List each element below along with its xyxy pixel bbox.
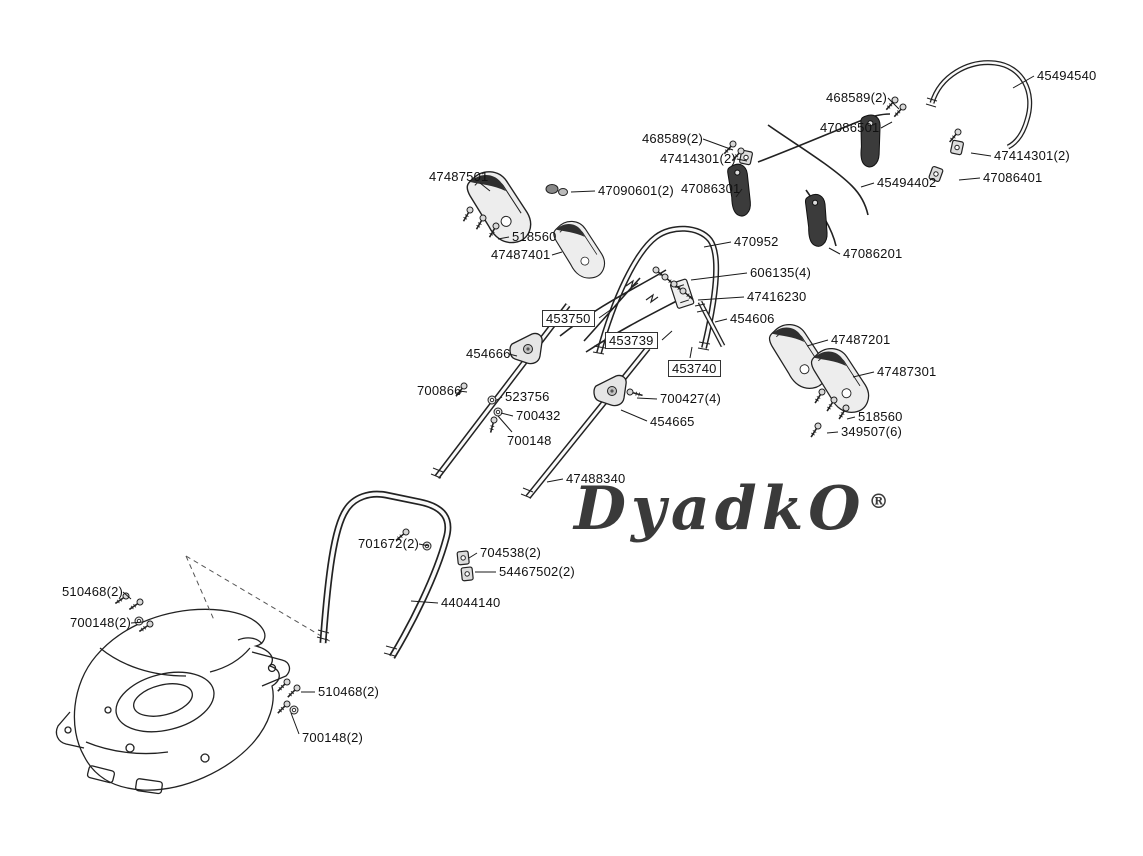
part-label: 47086301	[681, 181, 741, 196]
leader-line	[702, 138, 734, 151]
part-label: 45494540	[1037, 68, 1097, 83]
leader-line	[860, 182, 875, 188]
leader-line	[479, 182, 491, 192]
leader-line	[689, 346, 693, 359]
part-label: 47487201	[831, 332, 891, 347]
watermark: DyadkO®	[574, 474, 889, 544]
watermark-text: DyadkO	[574, 474, 866, 544]
leader-line	[661, 330, 673, 341]
part-label: 47086201	[843, 246, 903, 261]
part-label: 47487401	[491, 247, 551, 262]
leader-line	[970, 152, 992, 157]
part-label: 453750	[542, 310, 595, 327]
part-label: 47086401	[983, 170, 1043, 185]
part-label: 454606	[730, 311, 775, 326]
part-label: 47090601(2)	[598, 183, 674, 198]
upper-handle-tubes-drawing	[430, 303, 651, 499]
upper-handle-bend-drawing	[592, 225, 720, 355]
knob-47090601-drawing	[545, 184, 568, 196]
mower-deck-drawing	[55, 608, 291, 795]
leader-line	[497, 415, 513, 433]
leader-line	[497, 236, 510, 240]
leader-line	[846, 416, 856, 420]
leader-line	[826, 431, 839, 434]
leader-line	[290, 712, 300, 735]
part-label: 523756	[505, 389, 550, 404]
part-label: 47487501	[429, 169, 489, 184]
part-label: 518560	[858, 409, 903, 424]
part-label: 704538(2)	[480, 545, 542, 560]
part-label: 700148(2)	[302, 730, 364, 745]
part-label: 349507(6)	[841, 424, 903, 439]
leader-line	[887, 97, 900, 110]
part-label: 510468(2)	[318, 684, 380, 699]
part-label: 47414301(2)	[660, 151, 736, 166]
leader-line	[508, 353, 518, 357]
leader-line	[690, 272, 748, 281]
part-label: 468589(2)	[826, 90, 888, 105]
part-label: 453740	[668, 360, 721, 377]
leader-line	[735, 188, 743, 198]
part-label: 606135(4)	[750, 265, 812, 280]
leader-line	[546, 478, 564, 483]
leader-line	[410, 600, 439, 604]
part-label: 47488340	[566, 471, 626, 486]
leader-line	[570, 190, 596, 193]
leader-line	[852, 371, 875, 378]
part-label: 510468(2)	[62, 584, 124, 599]
part-label: 468589(2)	[642, 131, 704, 146]
part-label: 54467502(2)	[499, 564, 575, 579]
part-label: 470952	[734, 234, 779, 249]
part-label: 700148(2)	[70, 615, 132, 630]
top-bail-drawing	[925, 60, 1033, 150]
part-label: 47487301	[877, 364, 937, 379]
leader-line	[636, 397, 658, 400]
leader-line	[500, 412, 514, 417]
part-label: 518560	[512, 229, 557, 244]
leader-line	[122, 591, 132, 600]
leader-line	[598, 305, 617, 319]
leader-line	[494, 396, 503, 402]
leader-line	[736, 158, 748, 162]
part-label: 700148	[507, 433, 552, 448]
leader-line	[1012, 75, 1035, 89]
part-label: 700432	[516, 408, 561, 423]
part-label: 700427(4)	[660, 391, 722, 406]
leader-line	[806, 339, 829, 347]
leader-line	[703, 241, 732, 248]
leader-line	[620, 409, 648, 422]
part-label: 47086501	[820, 120, 880, 135]
leader-line	[880, 121, 893, 129]
leader-line	[697, 296, 745, 301]
leader-line	[551, 251, 563, 256]
leader-line	[958, 177, 981, 181]
part-label: 45494402	[877, 175, 937, 190]
alignment-dashes	[185, 555, 334, 644]
leader-line	[458, 390, 468, 393]
part-label: 454666	[466, 346, 511, 361]
leader-line	[130, 621, 144, 624]
part-label: 700866	[417, 383, 462, 398]
part-label: 701672(2)	[358, 536, 420, 551]
leader-line	[468, 552, 478, 559]
leader-line	[418, 543, 430, 547]
rod-454606-drawing	[694, 300, 726, 348]
cable-drawing	[559, 113, 891, 353]
part-label: 47416230	[747, 289, 807, 304]
part-label: 44044140	[441, 595, 501, 610]
part-label: 47414301(2)	[994, 148, 1070, 163]
lower-handle-drawing	[316, 490, 452, 659]
leader-line	[714, 318, 728, 323]
part-label: 453739	[605, 332, 658, 349]
leader-line	[828, 247, 841, 255]
part-label: 454665	[650, 414, 695, 429]
registered-mark: ®	[868, 489, 889, 513]
